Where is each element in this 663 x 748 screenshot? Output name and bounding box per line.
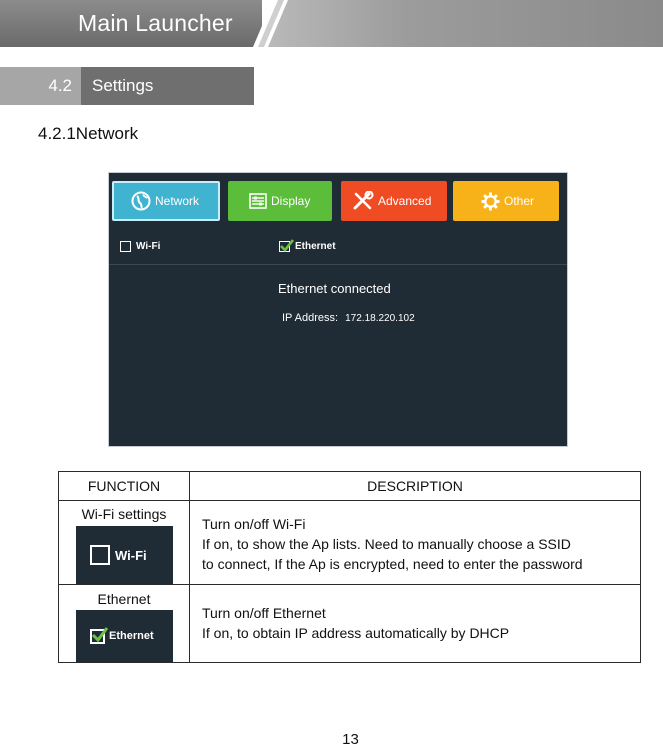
tab-other-label: Other xyxy=(504,194,535,208)
description-wifi: Turn on/off Wi-Fi If on, to show the Ap … xyxy=(202,514,583,574)
ip-address-line: IP Address: 172.18.220.102 xyxy=(282,312,415,324)
gear-icon xyxy=(481,191,500,211)
ethernet-setting-image: Ethernet xyxy=(76,610,173,662)
display-settings-icon xyxy=(249,193,267,209)
description-line: If on, to obtain IP address automaticall… xyxy=(202,625,510,641)
description-line: Turn on/off Wi-Fi xyxy=(202,516,306,532)
checked-checkbox-icon xyxy=(90,626,109,644)
ethernet-label: Ethernet xyxy=(295,241,336,252)
wifi-label: Wi-Fi xyxy=(136,241,161,252)
header-gradient-bar xyxy=(268,0,663,47)
ip-address-label: IP Address: xyxy=(282,312,339,324)
divider xyxy=(109,264,567,265)
function-ethernet-label: Ethernet xyxy=(97,591,151,607)
description-line: Turn on/off Ethernet xyxy=(202,605,326,621)
function-wifi-label: Wi-Fi settings xyxy=(81,506,167,522)
subsection-heading: 4.2.1Network xyxy=(38,124,139,143)
tab-advanced-label: Advanced xyxy=(378,194,432,208)
header-description: DESCRIPTION xyxy=(367,478,463,494)
ethernet-toggle[interactable]: Ethernet xyxy=(279,239,336,252)
tab-other[interactable]: Other xyxy=(453,181,559,221)
tab-display-label: Display xyxy=(271,194,311,208)
function-table: FUNCTION DESCRIPTION Wi-Fi settings Wi-F… xyxy=(58,471,641,663)
section-title: Settings xyxy=(81,67,254,105)
page-number: 13 xyxy=(342,731,359,748)
tab-network-label: Network xyxy=(155,194,200,208)
section-number: 4.2 xyxy=(0,67,81,105)
wifi-image-label: Wi-Fi xyxy=(115,547,147,563)
description-ethernet: Turn on/off Ethernet If on, to obtain IP… xyxy=(202,603,509,643)
ethernet-status: Ethernet connected xyxy=(278,281,391,296)
tab-network[interactable]: Network xyxy=(112,181,220,221)
row-divider xyxy=(59,584,640,585)
ethernet-image-label: Ethernet xyxy=(109,630,154,642)
checkbox-icon xyxy=(90,545,110,565)
column-divider xyxy=(189,472,190,662)
tab-display[interactable]: Display xyxy=(228,181,332,221)
ip-address-value: 172.18.220.102 xyxy=(345,313,415,324)
description-line: to connect, If the Ap is encrypted, need… xyxy=(202,556,583,572)
settings-screenshot: Network Display Advanced xyxy=(108,172,568,447)
wifi-checkbox[interactable] xyxy=(120,241,131,252)
header-banner xyxy=(0,0,262,47)
description-line: If on, to show the Ap lists. Need to man… xyxy=(202,536,571,552)
ethernet-checkbox[interactable] xyxy=(279,239,294,252)
row-divider xyxy=(59,500,640,501)
tab-advanced[interactable]: Advanced xyxy=(341,181,447,221)
globe-icon xyxy=(131,191,151,211)
wifi-toggle[interactable]: Wi-Fi xyxy=(120,241,160,252)
wifi-setting-image: Wi-Fi xyxy=(76,526,173,584)
check-icon xyxy=(280,239,294,252)
tools-icon xyxy=(352,191,374,211)
header-title: Main Launcher xyxy=(78,10,233,36)
header-function: FUNCTION xyxy=(87,478,161,494)
